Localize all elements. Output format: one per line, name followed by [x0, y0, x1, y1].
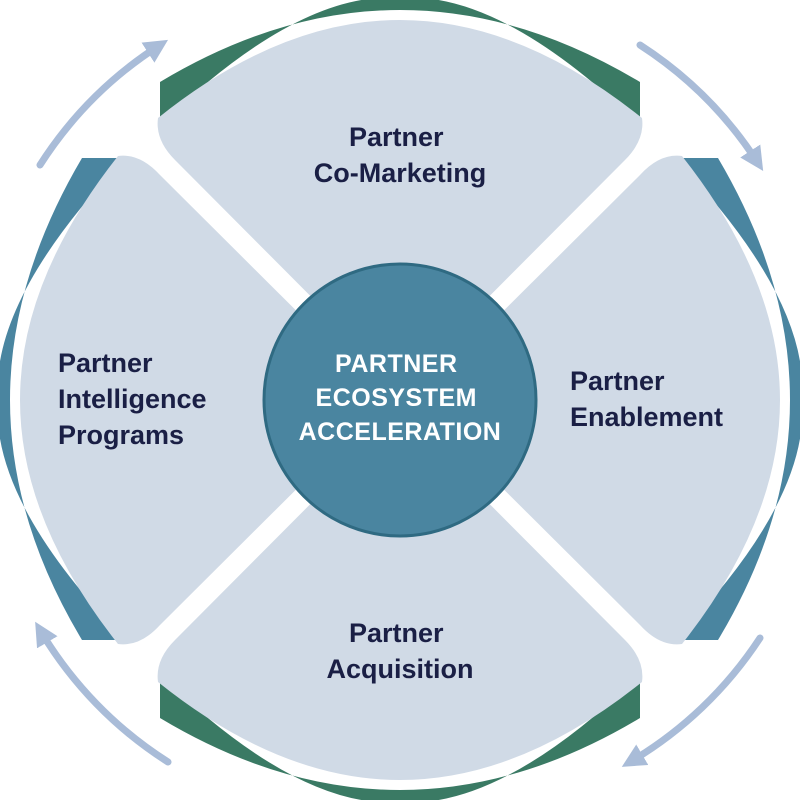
- svg-text:Partner Enablement: Partner Enablement: [570, 366, 723, 432]
- segment-top-line-1: Partner: [349, 122, 444, 152]
- center-line-1: PARTNER: [335, 350, 457, 378]
- arrow-bottom-left: [35, 621, 172, 766]
- segment-left-line-3: Programs: [58, 420, 184, 450]
- segment-right-rim: [675, 158, 800, 640]
- cycle-arrows: [35, 39, 764, 767]
- segment-bottom: Partner Acquisition: [157, 414, 643, 800]
- svg-text:Partner Acquisition: Partner Acquisition: [327, 618, 474, 684]
- svg-text:Partner Co-Marketing: Partner Co-Marketing: [314, 122, 487, 188]
- arrow-top-left: [36, 39, 169, 169]
- segment-right-line-1: Partner: [570, 366, 665, 396]
- segment-left-body: [20, 155, 386, 645]
- arrow-top-right: [636, 41, 764, 172]
- svg-text:Partner Intelligence: Partner Intelligence Programs: [58, 348, 214, 450]
- segment-bottom-rim: [160, 675, 640, 800]
- segment-top-rim: [160, 0, 640, 125]
- segment-right-body: [414, 155, 780, 645]
- segment-left-line-2: Intelligence: [58, 384, 207, 414]
- segment-top: Partner Co-Marketing: [157, 0, 643, 386]
- center-line-3: ACCELERATION: [299, 418, 502, 446]
- segment-bottom-line-2: Acquisition: [327, 654, 474, 684]
- segment-left: Partner Intelligence Programs: [0, 155, 386, 645]
- segment-left-line-1: Partner: [58, 348, 153, 378]
- segment-right-line-2: Enablement: [570, 402, 723, 432]
- segment-right: Partner Enablement: [414, 155, 800, 645]
- center-circle: [262, 262, 538, 538]
- segment-top-line-2: Co-Marketing: [314, 158, 487, 188]
- svg-text:PARTNER ECOSYSTEM: PARTNER ECOSYSTEM ACCELERATION: [299, 350, 502, 446]
- segment-left-rim: [0, 158, 125, 640]
- center-line-2: ECOSYSTEM: [316, 384, 477, 412]
- segment-bottom-line-1: Partner: [349, 618, 444, 648]
- segment-bottom-body: [157, 414, 643, 780]
- arrow-bottom-right: [621, 634, 764, 767]
- segment-top-body: [157, 20, 643, 386]
- center-hub: PARTNER ECOSYSTEM ACCELERATION: [262, 262, 538, 538]
